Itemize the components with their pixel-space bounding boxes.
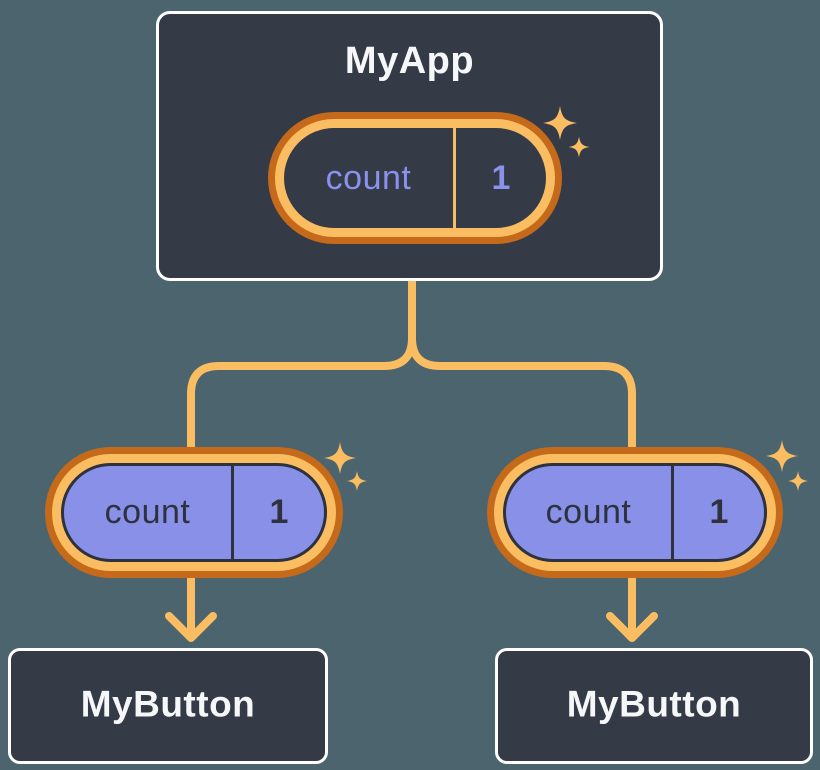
prop-pill-left-ring: count 1	[52, 454, 336, 571]
root-card-title: MyApp	[344, 40, 475, 82]
prop-pill-right-ring: count 1	[494, 454, 776, 571]
prop-pill-left-value: 1	[269, 493, 289, 531]
state-pill-body: count 1	[284, 128, 546, 228]
prop-pill-left-body: count 1	[61, 463, 327, 562]
child-component-card-left: MyButton	[8, 648, 328, 764]
state-pill-ring: count 1	[275, 119, 555, 237]
arrowhead-left-icon	[165, 612, 217, 642]
prop-pill-right-value: 1	[709, 493, 729, 531]
prop-pill-right-body: count 1	[503, 463, 767, 562]
sparkle-icon	[766, 440, 798, 472]
sparkle-icon	[788, 471, 808, 491]
state-pill-label: count	[325, 158, 412, 197]
sparkle-icon	[347, 471, 367, 491]
prop-pill-left-label: count	[104, 493, 191, 531]
state-pill-divider	[453, 128, 456, 228]
child-card-right-title: MyButton	[566, 683, 742, 725]
prop-pill-right-divider	[671, 466, 674, 559]
state-pill: count 1	[268, 112, 562, 244]
sparkle-icon	[324, 442, 356, 474]
prop-pill-left: count 1	[45, 447, 343, 578]
root-component-card: MyApp count 1	[156, 11, 663, 281]
child-component-card-right: MyButton	[495, 648, 813, 764]
child-card-left-title: MyButton	[80, 683, 256, 725]
arrowhead-right-icon	[606, 612, 658, 642]
prop-pill-right-label: count	[545, 493, 632, 531]
state-pill-value: 1	[491, 158, 511, 197]
prop-pill-right: count 1	[487, 447, 783, 578]
